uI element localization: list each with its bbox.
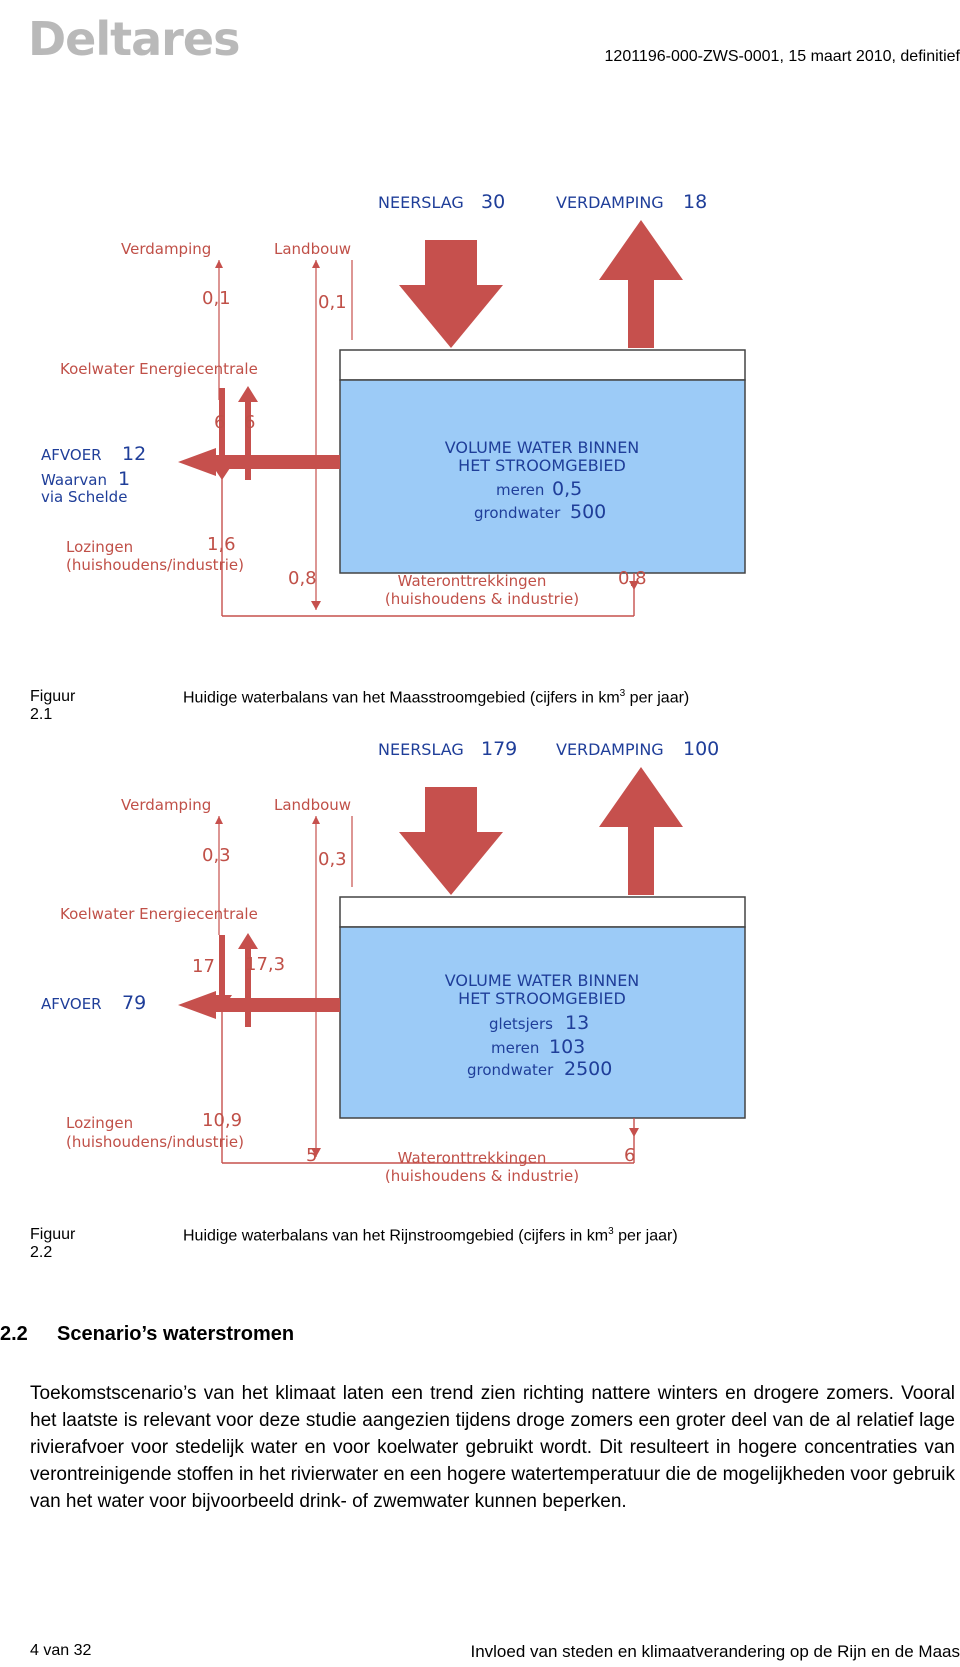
stock-gletsjers-value: 13 xyxy=(565,1012,589,1034)
landbouw-label: Landbouw xyxy=(274,240,351,258)
stock-meren-value: 103 xyxy=(549,1036,585,1058)
stock-meren-label: meren xyxy=(496,481,544,499)
waarvan-value: 1 xyxy=(118,468,130,490)
verdamping-value: 18 xyxy=(683,191,707,213)
afvoer-arrow xyxy=(178,448,340,476)
lozingen-label-2: (huishoudens/industrie) xyxy=(66,1133,244,1151)
landbouw-value: 0,1 xyxy=(318,292,347,313)
afvoer-value: 79 xyxy=(122,992,146,1014)
precipitation-arrow xyxy=(399,787,503,895)
koelwater-out-value: 6 xyxy=(244,412,255,433)
stock-grondwater-value: 500 xyxy=(570,501,606,523)
afvoer-arrow xyxy=(178,991,340,1019)
onttrekking-right-value: 0,8 xyxy=(618,568,647,589)
stock-gletsjers-label: gletsjers xyxy=(489,1015,553,1033)
koelwater-in-value: 17 xyxy=(192,956,215,977)
onttrekking-right-value: 6 xyxy=(624,1145,635,1166)
stock-grondwater-label: grondwater xyxy=(474,504,561,522)
neerslag-value: 30 xyxy=(481,191,505,213)
afvoer-label: AFVOER xyxy=(41,446,102,464)
via-schelde-label: via Schelde xyxy=(41,488,127,506)
document-reference: 1201196-000-ZWS-0001, 15 maart 2010, def… xyxy=(604,48,960,65)
caption-number: Figuur 2.1 xyxy=(30,688,76,723)
figure-maas-water-balance: NEERSLAG 30 VERDAMPING 18 Verdamping Lan… xyxy=(0,180,960,660)
caption-text: Huidige waterbalans van het Maasstroomge… xyxy=(183,688,690,707)
volume-title-1: VOLUME WATER BINNEN xyxy=(445,438,640,457)
evaporation-arrow xyxy=(599,220,683,348)
stock-grondwater-label: grondwater xyxy=(467,1061,554,1079)
caption-text: Huidige waterbalans van het Rijnstroomge… xyxy=(183,1226,678,1245)
waarvan-label: Waarvan xyxy=(41,471,107,489)
figure-rijn-water-balance: NEERSLAG 179 VERDAMPING 100 Verdamping L… xyxy=(0,727,960,1207)
neerslag-label: NEERSLAG xyxy=(378,740,464,759)
onttrekking-label-1: Wateronttrekkingen xyxy=(398,1149,547,1167)
koelwater-label: Koelwater Energiecentrale xyxy=(60,905,258,923)
stock-meren-value: 0,5 xyxy=(552,478,582,500)
landbouw-label: Landbouw xyxy=(274,796,351,814)
onttrekking-left-value: 5 xyxy=(306,1145,317,1166)
footer-title: Invloed van steden en klimaatverandering… xyxy=(470,1642,960,1661)
deltares-logo: Deltares xyxy=(28,12,240,66)
verdamping-small-label: Verdamping xyxy=(121,240,211,258)
lozingen-label-2: (huishoudens/industrie) xyxy=(66,556,244,574)
neerslag-value: 179 xyxy=(481,738,517,760)
lozingen-label-1: Lozingen xyxy=(66,538,133,556)
section-title: Scenario’s waterstromen xyxy=(57,1323,295,1345)
lozingen-value: 1,6 xyxy=(207,534,236,555)
section-number: 2.2 xyxy=(0,1323,28,1345)
stock-grondwater-value: 2500 xyxy=(564,1058,612,1080)
lozingen-label-1: Lozingen xyxy=(66,1114,133,1132)
caption-number: Figuur 2.2 xyxy=(30,1226,76,1261)
koelwater-label: Koelwater Energiecentrale xyxy=(60,360,258,378)
afvoer-value: 12 xyxy=(122,443,146,465)
onttrekking-label-1: Wateronttrekkingen xyxy=(398,572,547,590)
verdamping-label: VERDAMPING xyxy=(556,740,664,759)
verdamping-small-value: 0,1 xyxy=(202,288,231,309)
koelwater-out-value: 17,3 xyxy=(245,954,285,975)
verdamping-label: VERDAMPING xyxy=(556,193,664,212)
onttrekking-label-2: (huishoudens & industrie) xyxy=(385,590,579,608)
page-number: 4 van 32 xyxy=(30,1642,92,1659)
volume-title-2: HET STROOMGEBIED xyxy=(458,456,626,475)
onttrekking-left-value: 0,8 xyxy=(288,568,317,589)
verdamping-small-label: Verdamping xyxy=(121,796,211,814)
volume-title-2: HET STROOMGEBIED xyxy=(458,989,626,1008)
basin-box xyxy=(339,349,746,574)
neerslag-label: NEERSLAG xyxy=(378,193,464,212)
precipitation-arrow xyxy=(399,240,503,348)
basin-box xyxy=(339,896,746,1119)
afvoer-label: AFVOER xyxy=(41,995,102,1013)
verdamping-value: 100 xyxy=(683,738,719,760)
koelwater-in-value: 6 xyxy=(214,412,225,433)
landbouw-value: 0,3 xyxy=(318,849,347,870)
onttrekking-label-2: (huishoudens & industrie) xyxy=(385,1167,579,1185)
evaporation-arrow xyxy=(599,767,683,895)
body-paragraph: Toekomstscenario’s van het klimaat laten… xyxy=(30,1383,955,1512)
stock-meren-label: meren xyxy=(491,1039,539,1057)
volume-title-1: VOLUME WATER BINNEN xyxy=(445,971,640,990)
verdamping-small-value: 0,3 xyxy=(202,845,231,866)
lozingen-value: 10,9 xyxy=(202,1110,242,1131)
